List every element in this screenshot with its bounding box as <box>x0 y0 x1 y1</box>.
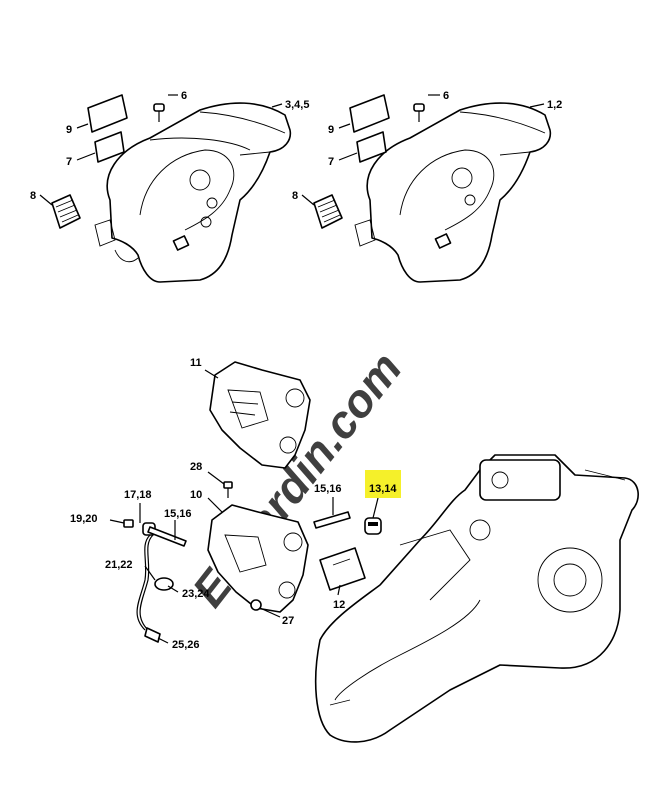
screw-28 <box>223 481 233 498</box>
callout-15-16b: 15,16 <box>314 483 342 495</box>
callout-labels: 9 6 3,4,5 7 8 9 6 1,2 7 8 11 28 10 17,18… <box>30 90 562 651</box>
callout-25-26: 25,26 <box>172 639 200 651</box>
callout-9b: 9 <box>328 124 334 136</box>
callout-6a: 6 <box>181 90 187 102</box>
carburetor-housing-11 <box>209 361 311 469</box>
callout-11: 11 <box>190 357 202 369</box>
highlight-13-14 <box>365 470 401 498</box>
callout-9a: 9 <box>66 124 72 136</box>
grille-8b <box>313 194 343 229</box>
callout-8a: 8 <box>30 190 36 202</box>
label-sheet-7b <box>356 131 387 163</box>
label-sheet-9b <box>349 94 390 133</box>
pin-15-16 <box>313 511 351 529</box>
callout-12: 12 <box>333 599 345 611</box>
shroud-cover-right <box>354 102 552 283</box>
shroud-cover-left <box>94 102 292 283</box>
callout-7b: 7 <box>328 156 334 168</box>
callout-7a: 7 <box>66 156 72 168</box>
callout-10: 10 <box>190 489 202 501</box>
label-sheet-9a <box>87 94 128 133</box>
callout-6b: 6 <box>443 90 449 102</box>
callout-27: 27 <box>282 615 294 627</box>
callout-15-16a: 15,16 <box>164 508 192 520</box>
callout-8b: 8 <box>292 190 298 202</box>
leader-lines <box>39 94 545 644</box>
callout-1-2: 1,2 <box>547 99 562 111</box>
grommet-13-14 <box>364 517 382 535</box>
callout-23-24: 23,24 <box>182 588 210 600</box>
callout-3-4-5: 3,4,5 <box>285 99 309 111</box>
callout-13-14: 13,14 <box>369 483 397 495</box>
grille-8a <box>51 194 81 229</box>
chainsaw-body <box>314 454 639 743</box>
plate-12 <box>319 547 366 591</box>
screw-6a <box>153 103 165 122</box>
screw-6b <box>413 103 425 122</box>
callout-17-18: 17,18 <box>124 489 152 501</box>
fuel-hose-assembly <box>123 519 187 643</box>
callout-19-20: 19,20 <box>70 513 98 525</box>
callout-21-22: 21,22 <box>105 559 133 571</box>
carburetor-housing-10 <box>207 504 309 613</box>
callout-28: 28 <box>190 461 202 473</box>
label-sheet-7a <box>94 131 125 163</box>
